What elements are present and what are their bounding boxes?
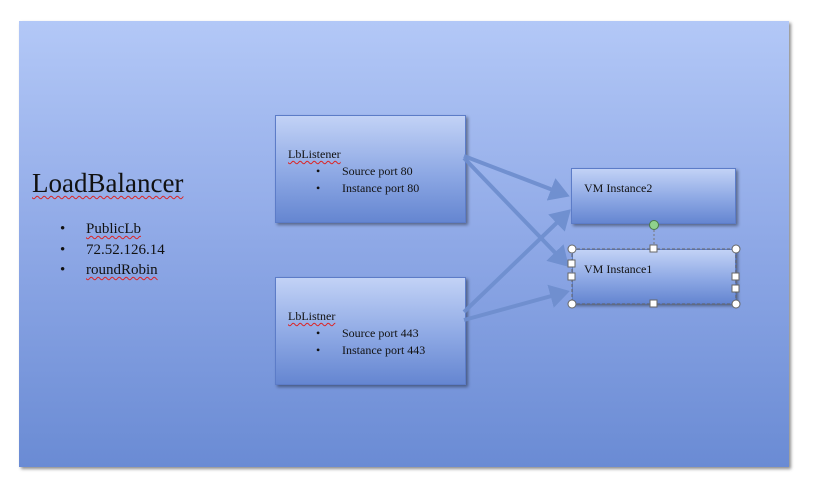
instance-label: VM Instance1 [584, 262, 653, 276]
port-item: Instance port 80 [316, 180, 419, 197]
property-text: 72.52.126.14 [86, 241, 165, 258]
instance-label: VM Instance2 [584, 181, 653, 195]
property-item: roundRobin [60, 260, 165, 281]
resize-handle-right[interactable] [731, 272, 740, 281]
property-text: roundRobin [86, 262, 158, 278]
resize-handle-bottom[interactable] [649, 299, 658, 308]
rotate-handle[interactable] [649, 220, 659, 230]
resize-handle-top-right[interactable] [731, 244, 741, 254]
resize-handle-right-lower[interactable] [731, 284, 740, 293]
port-item: Source port 80 [316, 163, 419, 180]
resize-handle-bottom-right[interactable] [731, 299, 741, 309]
listener-box-port-80[interactable]: LbListener Source port 80 Instance port … [275, 115, 466, 223]
listener-port-list: Source port 443 Instance port 443 [316, 325, 425, 359]
property-item: PublicLb [60, 219, 165, 240]
listener-port-list: Source port 80 Instance port 80 [316, 163, 419, 197]
property-text: PublicLb [86, 221, 141, 237]
resize-handle-left-lower[interactable] [567, 272, 576, 281]
port-item: Source port 443 [316, 325, 425, 342]
port-item: Instance port 443 [316, 342, 425, 359]
resize-handle-top-left[interactable] [567, 244, 577, 254]
vm-instance2-box[interactable]: VM Instance2 [571, 168, 736, 224]
resize-handle-bottom-left[interactable] [567, 299, 577, 309]
listener-box-port-443[interactable]: LbListner Source port 443 Instance port … [275, 277, 466, 385]
listener-title: LbListner [288, 309, 336, 323]
load-balancer-title: LoadBalancer [32, 168, 184, 198]
property-item: 72.52.126.14 [60, 240, 165, 261]
load-balancer-properties: PublicLb 72.52.126.14 roundRobin [60, 219, 165, 281]
resize-handle-left[interactable] [567, 259, 576, 268]
resize-handle-top[interactable] [649, 244, 658, 253]
listener-title: LbListener [288, 147, 341, 161]
